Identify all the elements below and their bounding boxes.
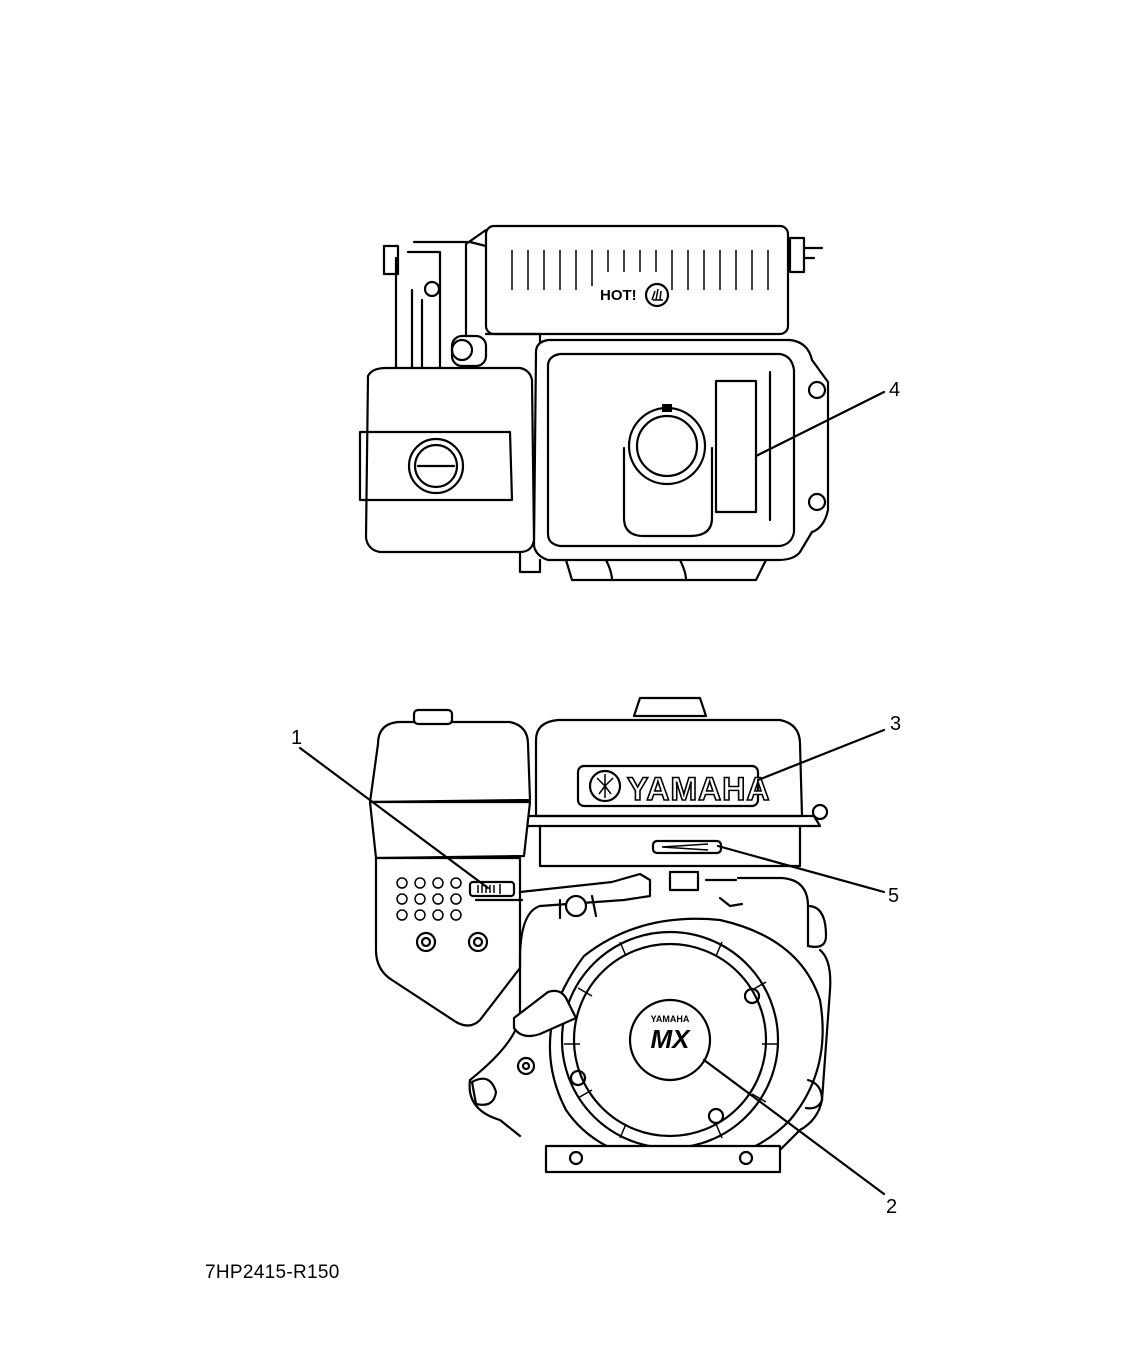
- callout-5: 5: [888, 885, 899, 907]
- drawing-code: 7HP2415-R150: [205, 1262, 340, 1283]
- label-4-decal: [714, 379, 758, 514]
- yamaha-brand-text: YAMAHA: [627, 771, 771, 807]
- callout-1: 1: [291, 727, 302, 749]
- hot-warning-text: HOT!: [600, 287, 637, 304]
- label-3-yamaha-emblem: [576, 764, 760, 808]
- callout-3: 3: [890, 713, 901, 735]
- engine-front-view: YAMAHA: [291, 696, 901, 1218]
- label-2-recoil-badge: [628, 998, 712, 1082]
- recoil-badge-model-text: MX: [651, 1024, 692, 1054]
- label-1-choke-decal: [468, 880, 516, 898]
- callout-4: 4: [889, 379, 900, 401]
- engine-top-view: HOT! 4: [358, 224, 900, 582]
- hand-warning-icon: [644, 282, 670, 308]
- recoil-badge-brand-text: YAMAHA: [651, 1014, 690, 1024]
- callout-2: 2: [886, 1196, 897, 1218]
- tuning-fork-logo-icon: [588, 769, 622, 803]
